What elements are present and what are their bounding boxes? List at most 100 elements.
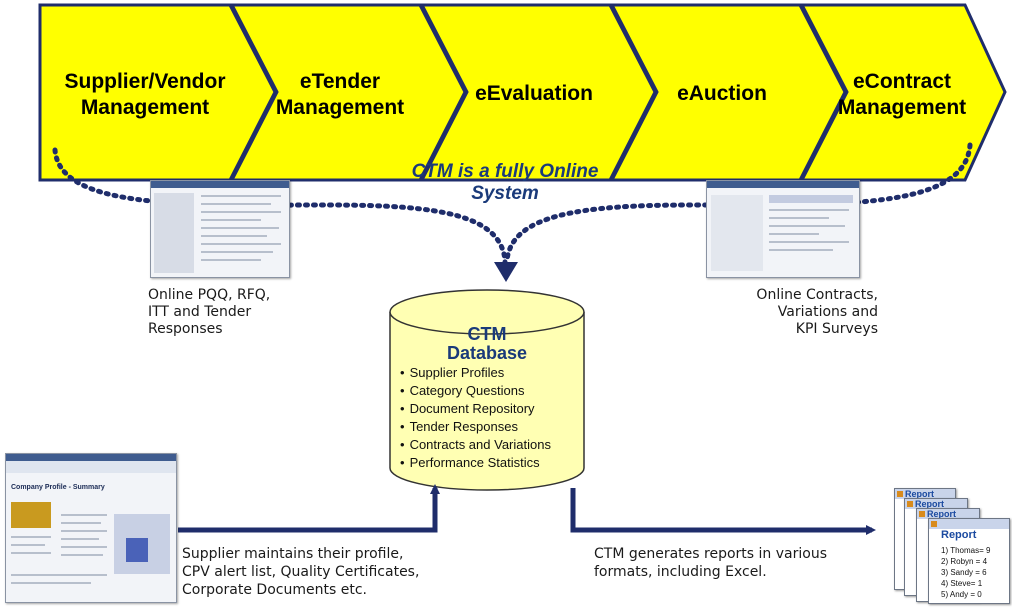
stage-label-supplier-1: Supplier/Vendor	[64, 70, 225, 93]
stage-label-eevaluation: eEvaluation	[475, 82, 593, 105]
report-card-title: Report	[905, 489, 934, 499]
stage-label-supplier-2: Management	[81, 96, 209, 119]
report-row: 3) Sandy = 6	[941, 568, 987, 577]
screenshot-line	[201, 219, 261, 221]
stage-chevron-eevaluation	[419, 3, 657, 182]
screenshot-line	[61, 546, 107, 548]
supplier-caption-line1: Supplier maintains their profile,	[182, 546, 404, 562]
supplier-profile-screenshot: Company Profile - Summary	[5, 453, 177, 603]
database-item: Performance Statistics	[400, 454, 560, 472]
screenshot-line	[61, 530, 107, 532]
report-card-header	[929, 519, 1009, 529]
connector-arrow-head	[494, 262, 518, 282]
contracts-caption-line3: KPI Surveys	[795, 321, 878, 337]
supplier-to-db-arrow	[178, 484, 440, 533]
report-row: 4) Steve= 1	[941, 579, 983, 588]
supplier-caption: Supplier maintains their profile, CPV al…	[182, 545, 482, 599]
report-card-front: Report 1) Thomas= 9 2) Robyn = 4 3) Sand…	[928, 518, 1010, 604]
tender-caption-line1: Online PQQ, RFQ,	[148, 287, 271, 303]
report-title: Report	[941, 529, 977, 541]
stage-chevron-econtract	[799, 3, 1007, 182]
reports-caption-line2: formats, including Excel.	[594, 564, 767, 580]
online-system-note: CTM is a fully Online System	[355, 161, 655, 205]
screenshot-line	[769, 217, 829, 219]
screenshot-line	[201, 235, 267, 237]
stage-label-econtract-1: eContract	[853, 70, 951, 93]
supplier-caption-line3: Corporate Documents etc.	[182, 582, 367, 598]
screenshot-line	[61, 522, 101, 524]
screenshot-line	[61, 538, 99, 540]
database-title-line2: Database	[446, 343, 528, 363]
contract-screenshot	[706, 180, 860, 278]
screenshot-line	[201, 211, 281, 213]
highlighted-region	[126, 538, 148, 562]
database-title-line1: CTM	[467, 324, 507, 344]
database-item: Contracts and Variations	[400, 436, 560, 454]
online-dotted-connector-left	[52, 147, 508, 268]
contracts-caption-line2: Variations and	[777, 304, 878, 320]
screenshot-line	[201, 227, 279, 229]
online-system-note-line2: System	[471, 183, 539, 204]
screenshot-line	[769, 241, 849, 243]
tender-caption-line3: Responses	[148, 321, 223, 337]
screenshot-line	[201, 243, 281, 245]
database-item: Tender Responses	[400, 418, 560, 436]
db-to-reports-arrow	[570, 488, 876, 535]
screenshot-line	[201, 259, 261, 261]
window-titlebar	[707, 181, 859, 188]
database-item: Supplier Profiles	[400, 364, 560, 382]
screenshot-line	[201, 251, 273, 253]
screenshot-line	[61, 514, 107, 516]
report-card-title: Report	[927, 509, 956, 519]
report-card-title: Report	[915, 499, 944, 509]
window-titlebar	[151, 181, 289, 188]
report-rows: 1) Thomas= 9 2) Robyn = 4 3) Sandy = 6 4…	[941, 545, 990, 600]
stage-label-etender-1: eTender	[300, 70, 380, 93]
stage-label-etender-2: Management	[276, 96, 404, 119]
excel-icon	[931, 521, 937, 527]
browser-toolbar	[6, 461, 176, 473]
report-card-header	[917, 509, 979, 519]
screenshot-line	[769, 225, 845, 227]
supplier-caption-line2: CPV alert list, Quality Certificates,	[182, 564, 420, 580]
report-card-header	[905, 499, 967, 509]
tender-response-screenshot	[150, 180, 290, 278]
excel-icon	[907, 501, 913, 507]
report-row: 1) Thomas= 9	[941, 546, 991, 555]
contracts-caption-line1: Online Contracts,	[756, 287, 878, 303]
excel-icon	[897, 491, 903, 497]
reports-caption-line1: CTM generates reports in various	[594, 546, 827, 562]
stage-label-econtract-2: Management	[838, 96, 966, 119]
screenshot-line	[11, 536, 51, 538]
company-logo	[11, 502, 51, 528]
stage-chevron-etender	[229, 3, 467, 182]
screenshot-header-band	[769, 195, 853, 203]
report-card-header	[895, 489, 955, 499]
stage-label-eauction: eAuction	[677, 82, 767, 105]
tender-caption-line2: ITT and Tender	[148, 304, 252, 320]
screenshot-line	[11, 582, 91, 584]
screenshot-line	[61, 554, 103, 556]
stage-chevron-supplier	[38, 3, 277, 182]
screenshot-line	[769, 249, 833, 251]
screenshot-line	[201, 203, 271, 205]
screenshot-line	[769, 233, 819, 235]
database-title: CTM Database	[420, 325, 554, 363]
screenshot-line	[11, 544, 45, 546]
screenshot-line	[11, 552, 51, 554]
company-profile-title: Company Profile - Summary	[11, 484, 105, 491]
screenshot-line	[11, 574, 107, 576]
database-cylinder-top	[389, 289, 585, 335]
report-row: 2) Robyn = 4	[941, 557, 988, 566]
contracts-caption: Online Contracts, Variations and KPI Sur…	[700, 287, 878, 338]
database-contents-list: Supplier Profiles Category Questions Doc…	[400, 364, 560, 472]
reports-caption: CTM generates reports in various formats…	[594, 545, 884, 581]
screenshot-line	[201, 195, 281, 197]
screenshot-sidebar	[154, 193, 194, 273]
report-row: 5) Andy = 0	[941, 590, 982, 599]
database-item: Document Repository	[400, 400, 560, 418]
database-item: Category Questions	[400, 382, 560, 400]
window-titlebar	[6, 454, 176, 461]
excel-icon	[919, 511, 925, 517]
